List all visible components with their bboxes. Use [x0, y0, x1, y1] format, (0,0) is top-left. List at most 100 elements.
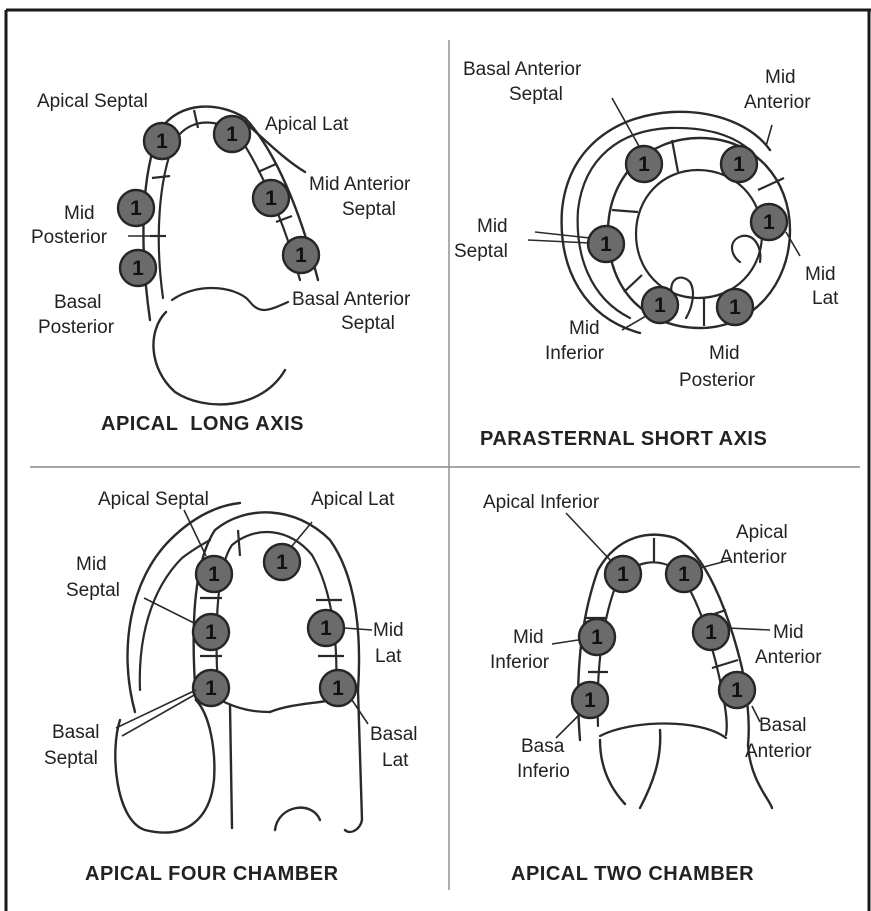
wall-tick: [152, 176, 170, 178]
label-mid-anterior: Mid: [765, 67, 796, 88]
label-mid-inferior-line2: Inferior: [490, 652, 550, 673]
label-mid-inferior: Mid: [569, 318, 600, 339]
segment-marker: 1: [283, 237, 319, 273]
label-apical-lat: Apical Lat: [311, 489, 395, 510]
leader-line: [622, 316, 646, 330]
leader-line: [728, 628, 770, 630]
segment-number: 1: [733, 153, 745, 176]
apical-four-chamber-heart-drawing: [115, 503, 362, 833]
panel-title: PARASTERNAL SHORT AXIS: [480, 428, 767, 450]
label-apical-septal: Apical Septal: [37, 91, 148, 112]
wall-tick: [672, 140, 678, 172]
label-mid-anterior: Mid Anterior: [309, 174, 411, 195]
segment-marker: 1: [214, 116, 250, 152]
segment-number: 1: [208, 563, 220, 586]
label-mid-septal-line2: Septal: [66, 580, 120, 601]
leader-line: [612, 98, 640, 148]
segment-number: 1: [295, 244, 307, 267]
label-apical-septal: Apical Septal: [98, 489, 209, 510]
atrium-left-wall: [600, 740, 625, 804]
label-basal-inferior: Basa: [521, 736, 565, 757]
label-mid-septal: Mid: [76, 554, 107, 575]
wall-tick: [258, 164, 276, 172]
label-basal-posterior: Basal: [54, 292, 102, 313]
label-mid-posterior-line2: Posterior: [31, 227, 108, 248]
segment-number: 1: [156, 130, 168, 153]
leader-line: [556, 714, 580, 738]
valve-plane: [600, 724, 726, 739]
segment-number: 1: [763, 211, 775, 234]
septum-base: [230, 705, 232, 828]
label-mid-lat-line2: Lat: [375, 646, 402, 667]
segment-marker: 1: [144, 123, 180, 159]
segment-number: 1: [617, 563, 629, 586]
leader-line: [528, 240, 590, 243]
segment-marker: 1: [693, 614, 729, 650]
label-mid-septal-line2: Septal: [454, 241, 508, 262]
label-basal-anterior: Basal Anterior: [463, 59, 582, 80]
atrium-left: [115, 700, 214, 833]
segment-number: 1: [600, 233, 612, 256]
label-mid-septal: Mid: [477, 216, 508, 237]
leader-line: [292, 522, 312, 546]
segment-number: 1: [265, 187, 277, 210]
leader-line: [766, 125, 772, 146]
segment-marker: 1: [717, 289, 753, 325]
label-mid-inferior: Mid: [513, 627, 544, 648]
label-mid-inferior-line2: Inferior: [545, 343, 605, 364]
segment-number: 1: [320, 617, 332, 640]
segment-marker: 1: [751, 204, 787, 240]
label-mid-posterior: Mid: [709, 343, 740, 364]
segment-marker: 1: [721, 146, 757, 182]
leader-line: [566, 513, 612, 562]
segment-marker: 1: [196, 556, 232, 592]
segment-number: 1: [205, 621, 217, 644]
segment-number: 1: [130, 197, 142, 220]
label-basal-lat: Basal: [370, 724, 418, 745]
aortic-inner: [172, 288, 288, 310]
label-basal-septal-line2: Septal: [44, 748, 98, 769]
label-basal-posterior-line2: Posterior: [38, 317, 115, 338]
segment-marker: 1: [118, 190, 154, 226]
label-mid-anterior-line2: Anterior: [755, 647, 822, 668]
papillary-notch: [732, 236, 760, 262]
panel-apical-long-axis: 1 1 1 1 1 1 Apical Septal Apical Lat Mid…: [31, 91, 411, 435]
label-apical-anterior-line2: Anterior: [720, 547, 787, 568]
label-apical-anterior: Apical: [736, 522, 788, 543]
leader-line: [116, 690, 196, 728]
label-basal-inferior-line2: Inferio: [517, 761, 570, 782]
label-basal-anterior-line2: Septal: [509, 84, 563, 105]
label-mid-anterior-line2: Septal: [342, 199, 396, 220]
segment-marker: 1: [193, 614, 229, 650]
segment-marker: 1: [588, 226, 624, 262]
segment-marker: 1: [642, 287, 678, 323]
segment-number: 1: [729, 296, 741, 319]
segment-marker: 1: [719, 672, 755, 708]
segment-marker: 1: [120, 250, 156, 286]
segment-number: 1: [132, 257, 144, 280]
segment-marker: 1: [320, 670, 356, 706]
label-mid-anterior: Mid: [773, 622, 804, 643]
label-apical-lat: Apical Lat: [265, 114, 349, 135]
label-mid-lat: Mid: [805, 264, 836, 285]
label-basal-anterior-line2: Septal: [341, 313, 395, 334]
atrium-base: [640, 730, 660, 808]
panel-title: APICAL LONG AXIS: [101, 413, 304, 435]
segment-marker: 1: [193, 670, 229, 706]
label-mid-posterior: Mid: [64, 203, 95, 224]
valve-plane: [220, 700, 270, 712]
panel-apical-two-chamber: 1 1 1 1 1 1 Apical Inferior Apical Anter…: [483, 492, 822, 885]
panel-parasternal-short-axis: 1 1 1 1 1 1 Basal Anterior Septal Mid An…: [454, 59, 839, 450]
label-basal-anterior-line2: Anterior: [745, 741, 812, 762]
wall-tick: [624, 275, 642, 292]
label-mid-lat-line2: Lat: [812, 288, 839, 309]
leader-line: [344, 628, 372, 630]
aortic-outer: [153, 312, 285, 404]
wall-tick: [238, 530, 240, 556]
label-basal-septal: Basal: [52, 722, 100, 743]
label-mid-posterior-line2: Posterior: [679, 370, 756, 391]
panel-title: APICAL FOUR CHAMBER: [85, 863, 339, 885]
segment-number: 1: [705, 621, 717, 644]
atrium-right: [270, 690, 362, 832]
